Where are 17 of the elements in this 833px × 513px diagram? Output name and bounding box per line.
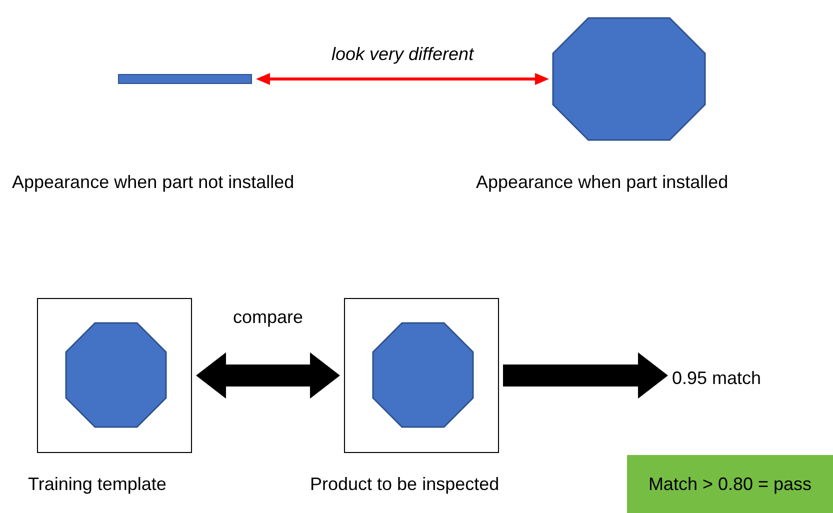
caption: Appearance when part installed	[476, 172, 728, 193]
image-frame	[344, 298, 499, 453]
arrow	[256, 73, 549, 85]
arrow	[503, 352, 668, 399]
bar-shape	[118, 74, 252, 84]
node-label: Training template	[28, 474, 166, 495]
result-text: 0.95 match	[672, 366, 792, 390]
edge-label: compare	[233, 306, 304, 328]
octagon-shape	[373, 323, 473, 427]
image-frame	[37, 298, 192, 453]
octagon-shape	[66, 323, 166, 427]
caption: Appearance when part not installed	[12, 172, 294, 193]
node-label: Product to be inspected	[310, 474, 500, 495]
arrow	[196, 352, 340, 399]
edge-label: look very different	[332, 44, 474, 65]
result-banner: Match > 0.80 = pass	[627, 455, 833, 513]
octagon-shape	[553, 18, 705, 140]
